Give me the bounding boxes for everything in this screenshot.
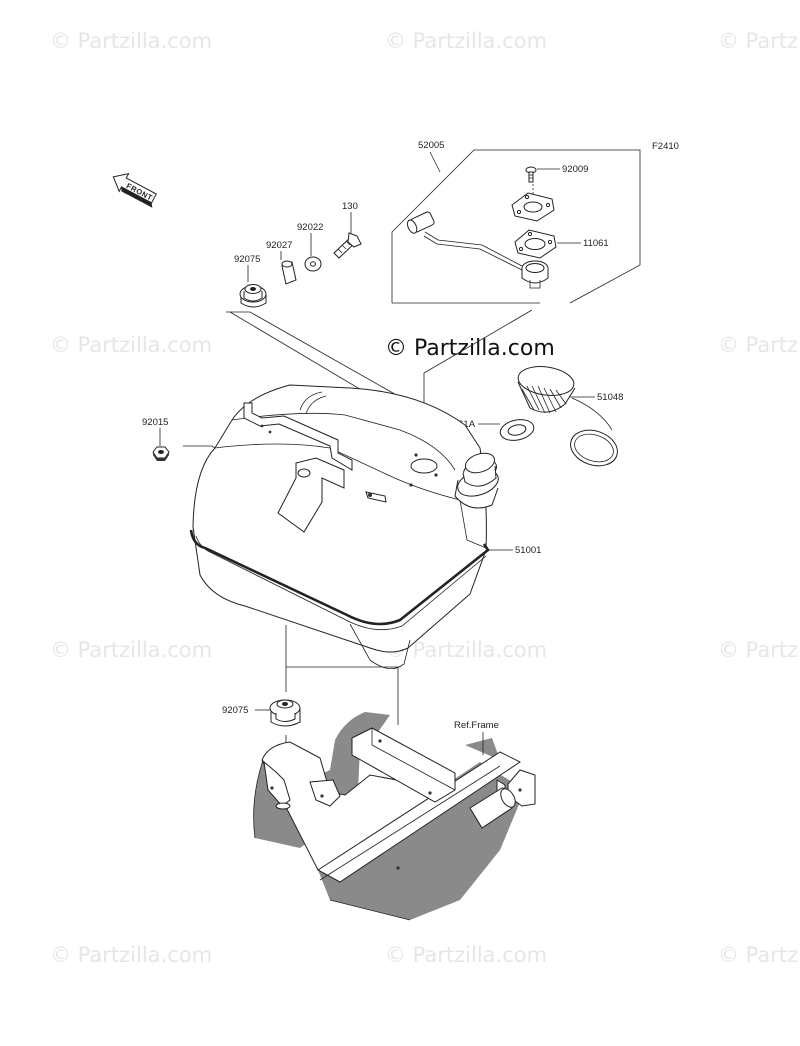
watermark: © Partzilla.com <box>718 333 800 357</box>
watermark: © Partzilla.com <box>718 638 800 662</box>
part-label-11061[interactable]: 11061 <box>583 238 609 249</box>
nut-icon <box>152 446 170 461</box>
part-label-92009[interactable]: 92009 <box>562 164 588 175</box>
part-label-92027[interactable]: 92027 <box>266 240 292 251</box>
mount-hardware-group: 130 92022 92027 92075 <box>234 201 362 308</box>
part-label-92015[interactable]: 92015 <box>142 417 168 428</box>
ref-frame-label: Ref.Frame <box>454 720 499 731</box>
fuel-tank-icon <box>189 384 499 669</box>
watermark: © Partzilla.com <box>50 333 212 357</box>
gasket-icon <box>514 229 557 259</box>
watermark: © Partzilla.com <box>50 943 212 967</box>
watermark: © Partzilla.com <box>385 943 547 967</box>
screw-icon <box>525 166 537 183</box>
gauge-plate-icon <box>511 192 555 222</box>
bolt-icon <box>333 232 362 259</box>
rubber-damper-icon <box>239 284 267 308</box>
filler-neck-icon <box>454 452 499 509</box>
part-label-92022[interactable]: 92022 <box>297 222 323 233</box>
watermark-grid: © Partzilla.com © Partzilla.com © Partzi… <box>50 29 800 967</box>
watermark: © Partzilla.com <box>385 29 547 53</box>
front-arrow-icon: FRONT <box>112 172 157 208</box>
vehicle-frame-icon <box>253 712 536 921</box>
washer-icon <box>304 256 322 272</box>
fuel-cap-icon <box>517 366 618 467</box>
brand-watermark: © Partzilla.com <box>385 336 555 361</box>
watermark: © Partzilla.com <box>718 943 800 967</box>
fuel-gauge-assembly-group: 52005 92009 11061 <box>391 140 641 304</box>
part-label-51001[interactable]: 51001 <box>515 545 541 556</box>
part-label-92075-bottom[interactable]: 92075 <box>222 705 248 716</box>
part-label-92075-top[interactable]: 92075 <box>234 254 260 265</box>
watermark: © Partzilla.com <box>50 29 212 53</box>
filler-gasket-icon <box>499 419 535 441</box>
watermark: © Partzilla.com <box>718 29 800 53</box>
part-label-51048[interactable]: 51048 <box>597 392 623 403</box>
figure-code: F2410 <box>652 141 679 152</box>
rubber-damper-icon <box>269 699 301 727</box>
fuel-gauge-sender-icon <box>406 211 549 289</box>
collar-icon <box>281 260 297 285</box>
part-label-130[interactable]: 130 <box>342 201 358 212</box>
part-label-52005[interactable]: 52005 <box>418 140 444 151</box>
watermark: © Partzilla.com <box>50 638 212 662</box>
